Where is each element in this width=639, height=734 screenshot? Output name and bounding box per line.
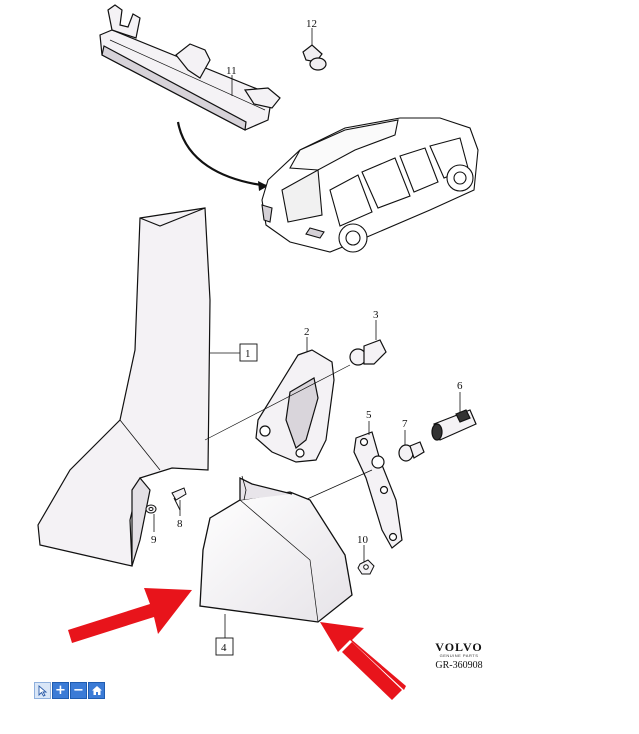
socket-part-6 — [431, 409, 477, 441]
volvo-logo: VOLVO — [435, 640, 483, 654]
callout-4: 4 — [221, 642, 227, 654]
callout-6: 6 — [457, 380, 463, 392]
screw-part-8 — [171, 487, 187, 511]
bulb-holder-part-3 — [349, 339, 387, 366]
tail-lamp-part-4 — [199, 475, 353, 623]
callout-5: 5 — [366, 409, 372, 421]
nut-part-10 — [357, 559, 375, 575]
callout-1: 1 — [245, 348, 251, 360]
bracket-part-2 — [255, 349, 335, 463]
zoom-in-button[interactable]: + — [52, 682, 69, 699]
location-arrow — [176, 121, 269, 188]
viewer-toolbar: + − — [34, 682, 105, 699]
zoom-out-button[interactable]: − — [70, 682, 87, 699]
minus-icon: − — [73, 683, 84, 698]
callout-2: 2 — [304, 326, 310, 338]
callout-7: 7 — [402, 418, 408, 430]
brake-light-part-11 — [99, 4, 281, 131]
car-illustration — [261, 117, 479, 253]
plus-icon: + — [55, 683, 66, 698]
home-icon — [91, 686, 102, 695]
callout-3: 3 — [373, 309, 379, 321]
callout-9: 9 — [151, 534, 157, 546]
callout-11: 11 — [226, 65, 237, 77]
location-arrow-head — [258, 181, 268, 191]
bulb-part-7 — [398, 441, 425, 462]
home-button[interactable] — [88, 682, 105, 699]
callout-10: 10 — [357, 534, 369, 546]
callout-box-1 — [239, 343, 258, 362]
pointer-button[interactable] — [34, 682, 51, 699]
callout-8: 8 — [177, 518, 183, 530]
washer-part-9 — [145, 504, 157, 514]
cursor-icon — [38, 684, 48, 697]
callout-12: 12 — [306, 18, 317, 30]
genuine-parts-label: GENUINE PARTS — [439, 653, 479, 658]
red-arrow-right — [320, 622, 406, 700]
pillar-trim-part-1 — [37, 207, 211, 567]
leader-2b — [204, 364, 351, 441]
leader-5b — [304, 469, 373, 501]
diagram-code: GR-360908 — [435, 660, 483, 671]
socket-plate-part-5 — [353, 431, 403, 549]
bulb-part-12 — [302, 44, 327, 71]
red-arrow-left — [68, 588, 192, 643]
callout-box-4 — [215, 637, 234, 656]
